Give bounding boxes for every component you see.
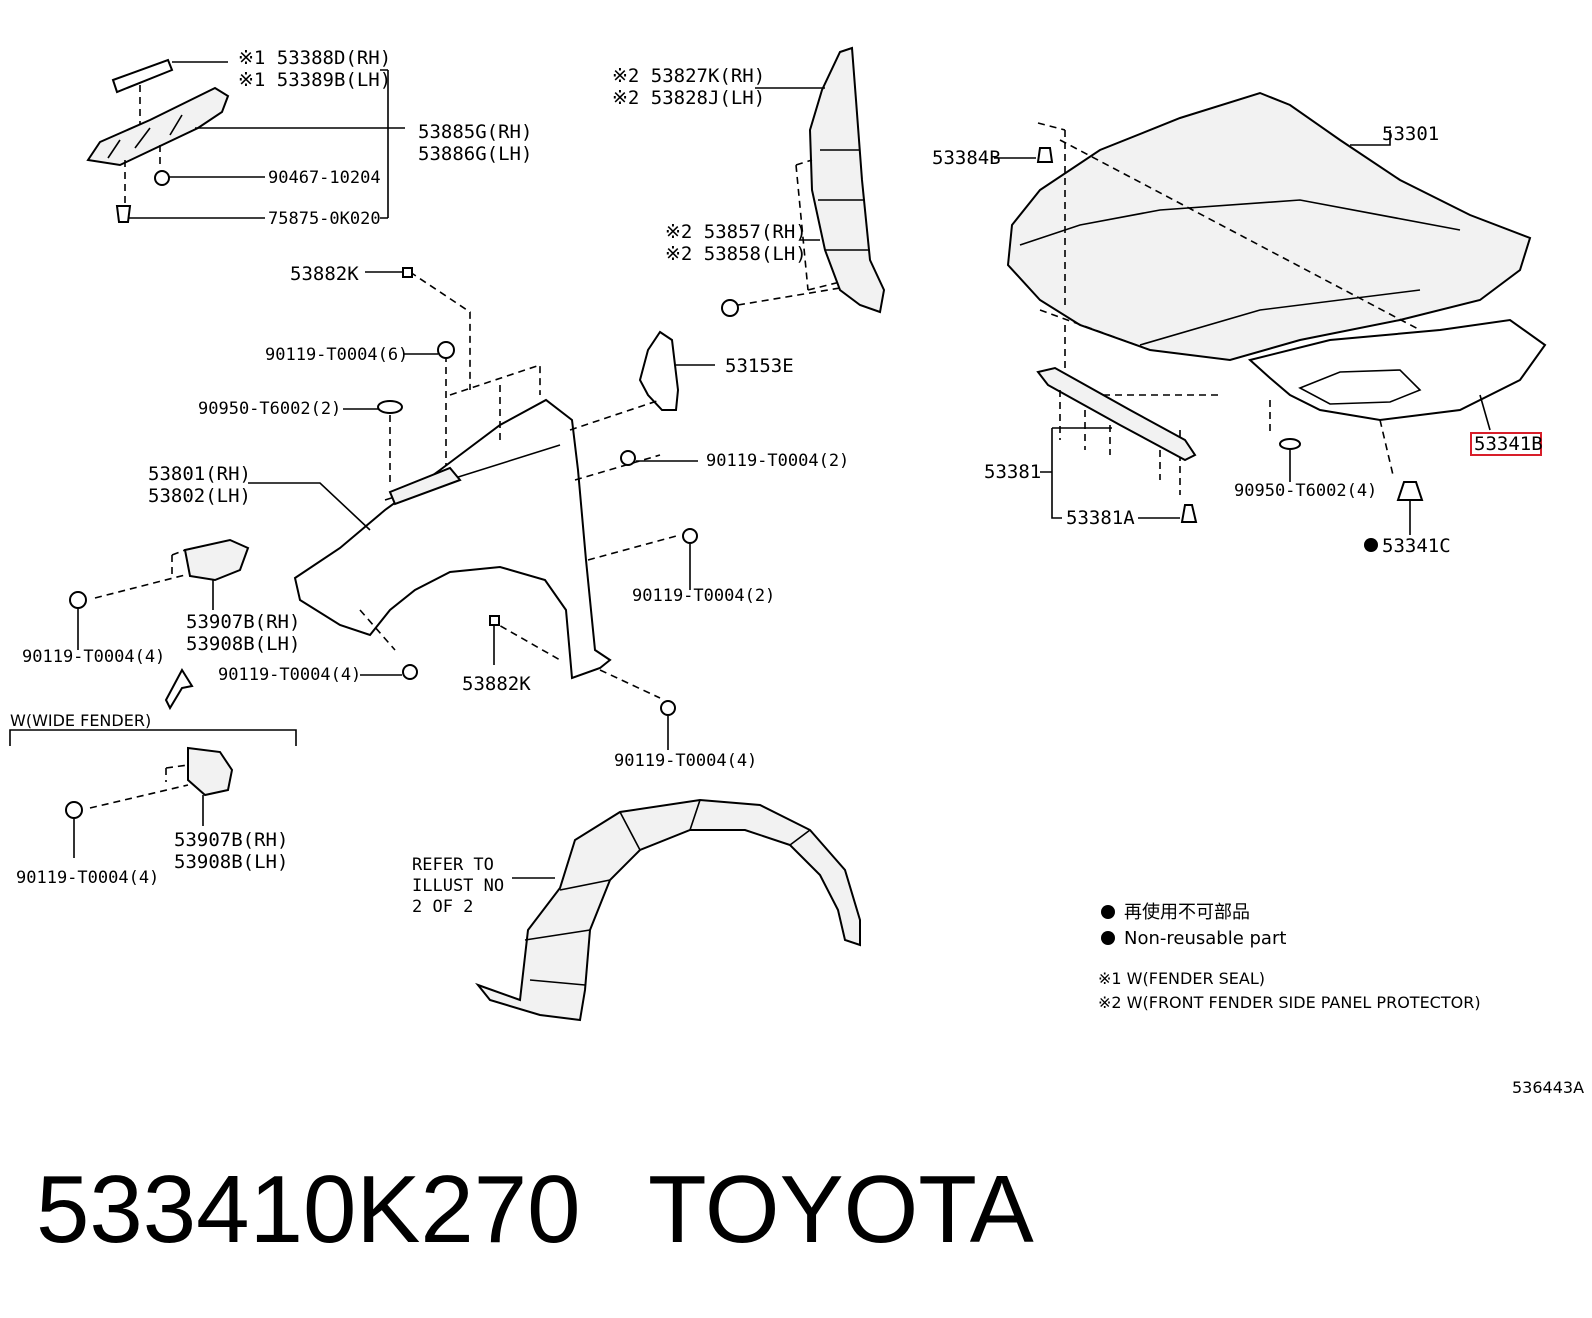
label-90119-4d: 90119-T0004(4) xyxy=(16,868,159,888)
bracket-53907b xyxy=(183,538,250,582)
protector-53827k xyxy=(808,46,886,314)
label-90119-2b: 90119-T0004(2) xyxy=(632,586,775,606)
label-53341c: 53341C xyxy=(1382,535,1451,557)
non-reusable-dot-icon xyxy=(1364,538,1378,552)
legend-note-2: ※2 W(FRONT FENDER SIDE PANEL PROTECTOR) xyxy=(1098,993,1481,1012)
legend: 再使用不可部品 Non-reusable part ※1 W(FENDER SE… xyxy=(1098,902,1481,1012)
label-53384b: 53384B xyxy=(932,147,1001,169)
part-number: 533410K270 xyxy=(36,1156,581,1263)
label-90119-4a: 90119-T0004(4) xyxy=(22,647,165,667)
label-53301: 53301 xyxy=(1382,123,1439,145)
label-53857: ※2 53857(RH) xyxy=(665,221,807,243)
hood-53301 xyxy=(1006,91,1532,362)
label-53827k: ※2 53827K(RH) xyxy=(612,65,765,87)
clip-53381a-icon xyxy=(1180,504,1198,523)
clip-53882k-top-icon xyxy=(402,267,413,278)
label-53858: ※2 53858(LH) xyxy=(665,243,807,265)
bolt-90119-4a-icon xyxy=(69,591,87,609)
fender-seal-group xyxy=(86,58,405,223)
legend-note-1: ※1 W(FENDER SEAL) xyxy=(1098,969,1265,988)
highlight-53341b xyxy=(1470,432,1542,456)
clip-90467-icon xyxy=(154,170,170,186)
label-53801: 53801(RH) xyxy=(148,463,251,485)
label-53908b-2: 53908B(LH) xyxy=(174,851,288,873)
label-53389b: ※1 53389B(LH) xyxy=(238,69,391,91)
seal-strip-53388d xyxy=(111,58,174,94)
legend-en: Non-reusable part xyxy=(1124,928,1286,949)
bolt-90119-2a-icon xyxy=(620,450,636,466)
label-53828j: ※2 53828J(LH) xyxy=(612,87,765,109)
bolt-90119-2b-icon xyxy=(682,528,698,544)
label-90119-4c: 90119-T0004(4) xyxy=(614,751,757,771)
label-53907b-1: 53907B(RH) xyxy=(186,611,300,633)
fender-bracket-group xyxy=(69,538,250,711)
label-53388d: ※1 53388D(RH) xyxy=(238,47,391,69)
label-90119-4b: 90119-T0004(4) xyxy=(218,665,361,685)
label-53882k-bot: 53882K xyxy=(462,673,531,695)
label-53907b-2: 53907B(RH) xyxy=(174,829,288,851)
label-53886g: 53886G(LH) xyxy=(418,143,532,165)
seal-bracket-53885g xyxy=(86,86,230,167)
label-53341b: 53341B xyxy=(1474,433,1543,455)
bolt-90119-6-icon xyxy=(437,341,455,359)
label-53908b-1: 53908B(LH) xyxy=(186,633,300,655)
bracket-53153e xyxy=(638,330,680,411)
fender-panel-53801 xyxy=(293,398,612,680)
hood-group xyxy=(994,91,1547,552)
clip-53882k-bot-icon xyxy=(489,615,500,626)
label-53885g: 53885G(RH) xyxy=(418,121,532,143)
label-90119-6: 90119-T0004(6) xyxy=(265,345,408,365)
clip-53341c-icon xyxy=(1396,481,1424,501)
bumper-53384b-icon xyxy=(1036,147,1054,163)
legend-dot-icon-1 xyxy=(1101,905,1115,919)
hood-seal-53381 xyxy=(1036,366,1197,462)
front-fender xyxy=(248,267,715,750)
label-75875: 75875-0K020 xyxy=(268,209,381,229)
label-refer-1: REFER TO xyxy=(412,855,494,875)
view-arrow-icon xyxy=(164,668,194,711)
label-90950-2: 90950-T6002(2) xyxy=(198,399,341,419)
clip-53857-icon xyxy=(721,299,739,317)
label-90950-4: 90950-T6002(4) xyxy=(1234,481,1377,501)
label-53802: 53802(LH) xyxy=(148,485,251,507)
fender-top-rail xyxy=(388,466,462,506)
bracket-53907b-wide xyxy=(187,746,234,797)
brand-name: TOYOTA xyxy=(648,1156,1034,1263)
wheel-liner xyxy=(475,798,861,1022)
wide-fender-group xyxy=(9,729,297,858)
clip-75875-icon xyxy=(115,205,132,223)
liner-body xyxy=(475,798,861,1022)
label-90119-2a: 90119-T0004(2) xyxy=(706,451,849,471)
label-53381a: 53381A xyxy=(1066,507,1135,529)
bolt-90119-4b-icon xyxy=(402,664,418,680)
legend-dot-icon-2 xyxy=(1101,931,1115,945)
seal-90950-2-icon xyxy=(377,400,403,414)
legend-cn: 再使用不可部品 xyxy=(1124,902,1250,923)
label-refer-3: 2 OF 2 xyxy=(412,897,473,917)
label-53381: 53381 xyxy=(984,461,1041,483)
label-53153e: 53153E xyxy=(725,355,794,377)
label-90467: 90467-10204 xyxy=(268,168,381,188)
label-53882k-top: 53882K xyxy=(290,263,359,285)
seal-90950-4-icon xyxy=(1279,438,1301,450)
side-panel-protector xyxy=(721,46,886,317)
reference-code: 536443A xyxy=(1512,1078,1584,1097)
bolt-90119-4d-icon xyxy=(65,801,83,819)
label-refer-2: ILLUST NO xyxy=(412,876,504,896)
bolt-90119-4c-icon xyxy=(660,700,676,716)
label-wide-fender: W(WIDE FENDER) xyxy=(10,711,151,730)
